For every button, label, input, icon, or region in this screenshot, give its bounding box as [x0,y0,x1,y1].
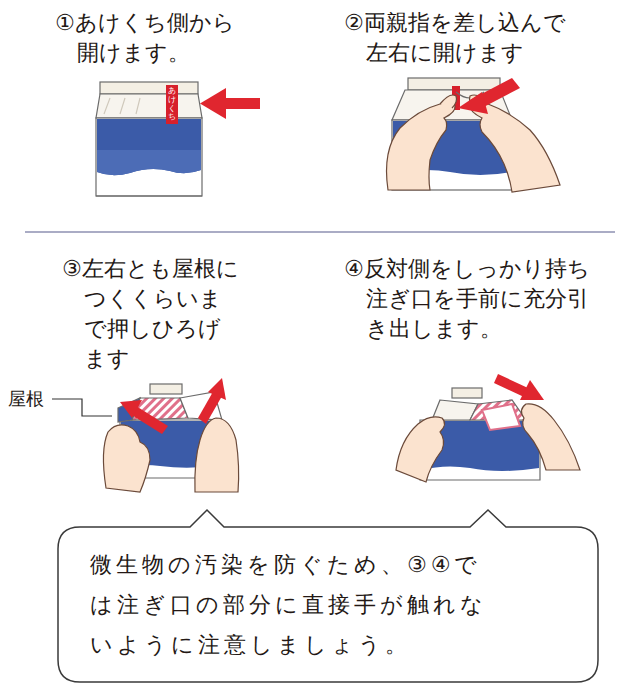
part-label: 屋根 [8,388,44,410]
tab-text: あけくち [168,87,176,122]
speech-bubble: 微生物の汚染を防ぐため、③④では注ぎ口の部分に直接手が触れないように注意しましょ… [58,527,598,682]
leader-line [52,399,112,416]
hands-3 [103,418,238,492]
bubble-shape [58,510,598,682]
arrow-4 [494,374,544,400]
step-caption: ②両親指を差し込んで左右に開けます [344,8,570,68]
hands-4 [396,404,580,482]
carton-1 [96,82,202,196]
opening-tab: あけくち [166,85,178,124]
arrow-1 [200,88,260,119]
step-caption: ③左右とも屋根につくくらいまで押しひろげます [62,254,244,374]
arrows-3 [120,378,226,434]
step-caption: ①あけくち側から開けます。 [55,8,237,68]
step-caption: ④反対側をしっかり持ち注ぎ口を手前に充分引き出します。 [344,254,592,344]
divider [25,231,615,233]
arrow-2 [458,78,520,114]
note-text: 微生物の汚染を防ぐため、③④では注ぎ口の部分に直接手が触れないように注意しましょ… [90,545,490,665]
